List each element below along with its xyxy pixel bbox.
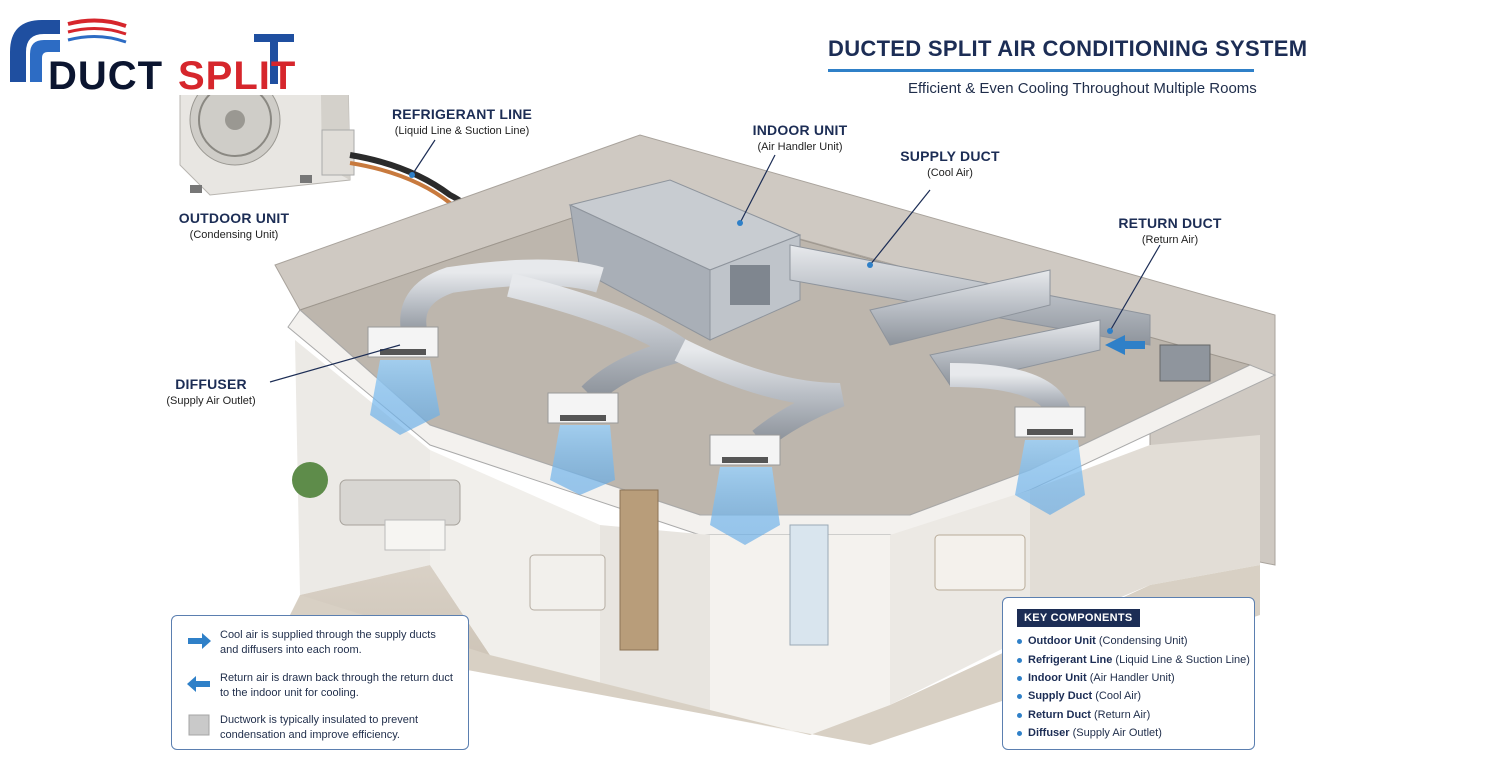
callout-sub: (Air Handler Unit) xyxy=(757,141,843,153)
diffuser-4 xyxy=(1014,406,1086,438)
coffee-table xyxy=(384,519,446,551)
refrigerant-leader-line xyxy=(411,139,436,176)
outdoor-unit xyxy=(179,95,355,196)
callout-diffuser: DIFFUSER (Supply Air Outlet) xyxy=(131,376,291,407)
insulation-swatch-icon xyxy=(188,714,210,736)
callout-sub: (Cool Air) xyxy=(927,167,973,179)
flex-duct-1 xyxy=(400,259,604,339)
callout-title: REFRIGERANT LINE xyxy=(391,106,533,122)
door-left xyxy=(619,489,659,651)
diffuser-3 xyxy=(709,434,781,466)
bullet-icon xyxy=(1017,657,1022,663)
bullet-icon xyxy=(1017,638,1022,644)
logo-word-split: SPLIT xyxy=(178,54,297,98)
logo-duct-icon xyxy=(10,18,294,84)
callout-refrigerant-line: REFRIGERANT LINE (Liquid Line & Suction … xyxy=(362,106,562,137)
arrow-left-icon xyxy=(187,676,210,692)
legend-row-return: Return air is drawn back through the ret… xyxy=(172,669,468,709)
legend-row-insulation: Ductwork is typically insulated to preve… xyxy=(172,711,468,751)
bullet-icon xyxy=(1017,693,1022,699)
diffuser-2 xyxy=(547,392,619,424)
key-item-name: Diffuser xyxy=(1028,727,1070,739)
page-title: DUCTED SPLIT AIR CONDITIONING SYSTEM xyxy=(828,36,1308,61)
callout-supply-duct: SUPPLY DUCT (Cool Air) xyxy=(870,148,1030,179)
brand-logo: DUCT SPLIT xyxy=(8,12,298,96)
airflow-legend: Cool air is supplied through the supply … xyxy=(171,615,469,750)
callout-title: DIFFUSER xyxy=(175,376,247,392)
callout-outdoor-unit: OUTDOOR UNIT (Condensing Unit) xyxy=(154,210,314,241)
cool-air-arrows xyxy=(370,360,1085,545)
legend-row-supply: Cool air is supplied through the supply … xyxy=(172,626,468,666)
callout-sub: (Supply Air Outlet) xyxy=(166,395,256,407)
key-item-name: Outdoor Unit xyxy=(1028,635,1096,647)
plant-icon xyxy=(292,462,328,498)
legend-text: Return air is drawn back through the ret… xyxy=(220,672,453,699)
key-item: Refrigerant Line (Liquid Line & Suction … xyxy=(1017,654,1250,666)
bullet-icon xyxy=(1017,730,1022,736)
key-item-detail: (Condensing Unit) xyxy=(1098,635,1188,647)
diffuser-1 xyxy=(367,326,439,358)
bedroom-left xyxy=(430,450,600,685)
callout-title: OUTDOOR UNIT xyxy=(178,210,290,226)
key-item-detail: (Supply Air Outlet) xyxy=(1072,727,1162,739)
return-air-arrow-icon xyxy=(1105,335,1145,355)
return-grille xyxy=(1159,344,1211,382)
callout-sub: (Return Air) xyxy=(1141,234,1199,246)
key-item-name: Refrigerant Line xyxy=(1028,654,1113,666)
diffuser-leader-line xyxy=(269,344,401,383)
page-subtitle: Efficient & Even Cooling Throughout Mult… xyxy=(908,80,1257,97)
flex-duct-3 xyxy=(674,339,845,450)
key-components-panel: KEY COMPONENTS Outdoor Unit (Condensing … xyxy=(1002,597,1255,750)
callout-title: SUPPLY DUCT xyxy=(900,148,1000,164)
key-item-name: Return Duct xyxy=(1028,709,1091,721)
callout-sub: (Liquid Line & Suction Line) xyxy=(394,125,530,137)
legend-text: Ductwork is typically insulated to preve… xyxy=(220,714,419,741)
key-item-detail: (Liquid Line & Suction Line) xyxy=(1115,654,1250,666)
arrow-right-icon xyxy=(188,633,211,649)
key-item-name: Supply Duct xyxy=(1028,690,1093,702)
sofa xyxy=(339,479,461,526)
flex-duct-2 xyxy=(507,273,709,404)
key-item: Diffuser (Supply Air Outlet) xyxy=(1017,727,1162,739)
key-item: Outdoor Unit (Condensing Unit) xyxy=(1017,635,1188,647)
key-item: Indoor Unit (Air Handler Unit) xyxy=(1017,672,1175,684)
logo-word-duct: DUCT xyxy=(48,54,164,98)
callout-title: RETURN DUCT xyxy=(1118,215,1222,231)
bed-left xyxy=(529,554,606,611)
key-item-detail: (Return Air) xyxy=(1094,709,1151,721)
callout-indoor-unit: INDOOR UNIT (Air Handler Unit) xyxy=(720,122,880,153)
key-item-name: Indoor Unit xyxy=(1028,672,1087,684)
key-item: Return Duct (Return Air) xyxy=(1017,709,1150,721)
window-icon xyxy=(789,524,829,646)
bed-right xyxy=(934,534,1026,591)
bullet-icon xyxy=(1017,712,1022,718)
callout-sub: (Condensing Unit) xyxy=(189,229,279,241)
indoor-leader-line xyxy=(739,154,776,224)
bullet-icon xyxy=(1017,675,1022,681)
key-item-detail: (Air Handler Unit) xyxy=(1089,672,1175,684)
title-underline xyxy=(828,69,1254,72)
callout-title: INDOOR UNIT xyxy=(752,122,848,138)
key-item-detail: (Cool Air) xyxy=(1095,690,1142,702)
return-leader-line xyxy=(1109,244,1161,332)
key-item: Supply Duct (Cool Air) xyxy=(1017,690,1141,702)
callout-return-duct: RETURN DUCT (Return Air) xyxy=(1090,215,1250,246)
key-components-title: KEY COMPONENTS xyxy=(1017,609,1140,627)
legend-text: Cool air is supplied through the supply … xyxy=(220,629,436,656)
supply-leader-line xyxy=(869,189,931,266)
indoor-unit xyxy=(568,179,802,341)
